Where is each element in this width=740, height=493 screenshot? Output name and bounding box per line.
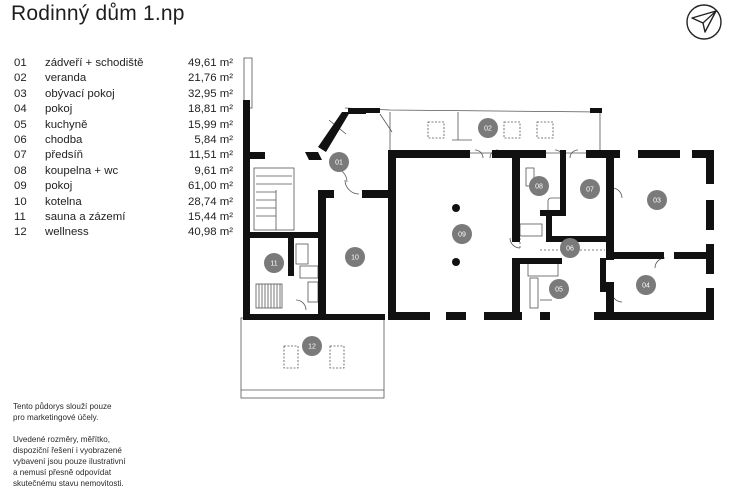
room-number: 01 <box>14 57 27 69</box>
room-name: chodba <box>45 133 83 146</box>
room-legend: 01 zádveří + schodiště 49,61 m² 02 veranda 2… <box>14 56 239 241</box>
svg-text:12: 12 <box>308 344 316 351</box>
disclaimer-line: pro marketingové účely. <box>13 412 99 422</box>
svg-text:09: 09 <box>458 232 466 239</box>
room-name: pokoj <box>45 103 73 116</box>
room-badge-02: 02 <box>478 118 498 138</box>
room-number: 07 <box>14 149 27 162</box>
room-badge-05: 05 <box>549 279 569 299</box>
disclaimer-line: Uvedené rozměry, měřítko, <box>13 435 111 444</box>
svg-text:04: 04 <box>642 283 650 290</box>
room-badge-08: 08 <box>529 176 549 196</box>
legend-row: 01 zádveří + schodiště 49,61 m² <box>14 56 239 71</box>
legend-row: 02 veranda 21,76 m² <box>14 71 239 86</box>
room-badge-03: 03 <box>647 190 667 210</box>
room-number: 06 <box>14 133 27 146</box>
svg-text:03: 03 <box>653 198 661 205</box>
room-number: 12 <box>14 226 27 239</box>
room-badge-10: 10 <box>345 247 365 267</box>
room-number: 05 <box>14 118 27 131</box>
room-badge-04: 04 <box>636 275 656 295</box>
room-area: 32,95 m² <box>188 87 233 100</box>
room-number: 10 <box>14 195 27 208</box>
room-area: 18,81 m² <box>188 103 233 116</box>
furniture-dots <box>452 204 460 266</box>
room-number: 02 <box>14 72 27 85</box>
room-area: 61,00 m² <box>188 180 233 193</box>
walls <box>243 100 714 320</box>
room-area: 9,61 m² <box>194 164 233 177</box>
room-name: obývací pokoj <box>45 87 115 100</box>
disclaimer-marketing: Tento půdorys slouží pouze pro marketing… <box>13 402 112 424</box>
room-number: 03 <box>14 87 27 100</box>
disclaimer-line: skutečnému stavu nemovitosti. <box>13 478 124 488</box>
room-name: zádveří + schodiště <box>45 57 144 69</box>
room-area: 40,98 m² <box>188 226 233 239</box>
room-name: kuchyně <box>45 118 88 131</box>
room-name: předsíň <box>45 149 83 162</box>
room-area: 5,84 m² <box>194 133 233 146</box>
room-name: sauna a zázemí <box>45 210 126 223</box>
disclaimer-accuracy: Uvedené rozměry, měřítko, dispoziční řeš… <box>13 435 125 490</box>
svg-text:06: 06 <box>566 246 574 253</box>
legend-row: 12 wellness 40,98 m² <box>14 225 239 240</box>
legend-row: 11 sauna a zázemí 15,44 m² <box>14 210 239 225</box>
room-area: 11,51 m² <box>188 149 233 162</box>
legend-row: 09 pokoj 61,00 m² <box>14 179 239 194</box>
svg-text:05: 05 <box>555 287 563 294</box>
room-name: pokoj <box>45 180 73 193</box>
room-badge-09: 09 <box>452 224 472 244</box>
disclaimer-line: Tento půdorys slouží pouze <box>13 402 112 411</box>
room-area: 28,74 m² <box>188 195 233 208</box>
room-badge-11: 11 <box>264 253 284 273</box>
page-title: Rodinný dům 1.np <box>11 2 185 25</box>
svg-text:08: 08 <box>535 184 543 191</box>
room-area: 21,76 m² <box>188 72 233 85</box>
svg-text:10: 10 <box>351 255 359 262</box>
compass-plane-logo-icon <box>686 4 722 40</box>
room-name: kotelna <box>45 195 82 208</box>
room-name: veranda <box>45 72 87 85</box>
room-name: koupelna + wc <box>45 164 119 177</box>
room-badge-07: 07 <box>580 179 600 199</box>
svg-text:07: 07 <box>586 187 594 194</box>
legend-row: 03 obývací pokoj 32,95 m² <box>14 87 239 102</box>
room-area: 49,61 m² <box>188 57 233 69</box>
legend-row: 06 chodba 5,84 m² <box>14 133 239 148</box>
disclaimer-line: dispoziční řešení i vyobrazené <box>13 445 122 455</box>
room-number: 09 <box>14 180 27 193</box>
svg-text:11: 11 <box>270 261 277 268</box>
disclaimer-line: vybavení jsou pouze ilustrativní <box>13 456 126 466</box>
legend-row: 10 kotelna 28,74 m² <box>14 195 239 210</box>
room-badge-06: 06 <box>560 238 580 258</box>
room-name: wellness <box>45 226 89 239</box>
svg-text:01: 01 <box>335 160 343 167</box>
room-number: 04 <box>14 103 27 116</box>
room-number: 08 <box>14 164 27 177</box>
legend-row: 04 pokoj 18,81 m² <box>14 102 239 117</box>
room-badge-01: 01 <box>329 152 349 172</box>
room-area: 15,44 m² <box>188 210 233 223</box>
room-number: 11 <box>14 210 26 223</box>
legend-row: 07 předsíň 11,51 m² <box>14 148 239 163</box>
room-area: 15,99 m² <box>188 118 233 131</box>
legend-row: 08 koupelna + wc 9,61 m² <box>14 164 239 179</box>
disclaimer-line: a nemusí přesně odpovídat <box>13 467 112 477</box>
room-badges: 01 02 03 04 05 06 07 08 09 10 11 12 <box>264 118 667 356</box>
svg-text:02: 02 <box>484 126 492 133</box>
legend-row: 05 kuchyně 15,99 m² <box>14 118 239 133</box>
room-badge-12: 12 <box>302 336 322 356</box>
